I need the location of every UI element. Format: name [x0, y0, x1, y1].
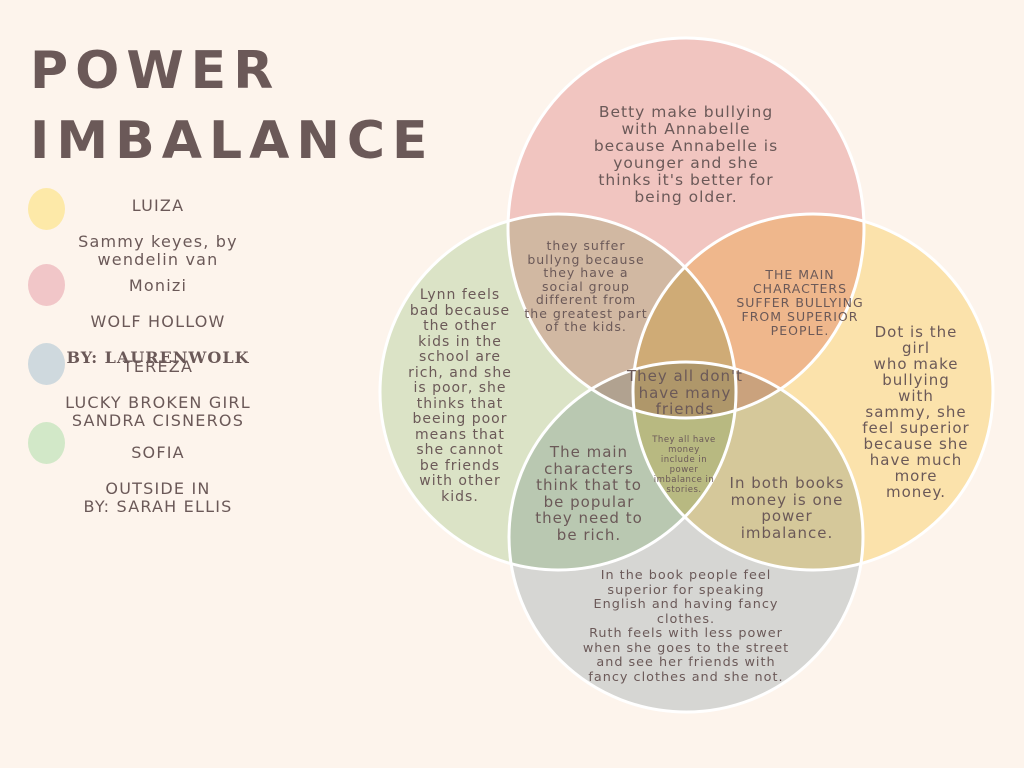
- legend-name: TEREZA: [122, 357, 194, 376]
- region-top: Betty make bullying with Annabelle becau…: [593, 103, 779, 206]
- venn-outline-yellow: [631, 212, 995, 572]
- legend-name: SOFIA: [131, 443, 185, 462]
- region-bottom: In the book people feel superior for spe…: [582, 568, 790, 685]
- region-right: Dot is the girl who make bullying with s…: [862, 323, 970, 501]
- region-lower-right: In both books money is one power imbalan…: [729, 474, 845, 542]
- region-center: They all don't have many friends: [626, 367, 744, 418]
- legend-item-monizi: Monizi WOLF HOLLOW BY: LAURENWOLK: [58, 259, 258, 385]
- legend-name: LUIZA: [131, 196, 185, 215]
- legend-name: Monizi: [128, 276, 188, 295]
- legend-item-sofia: SOFIA OUTSIDE IN BY: SARAH ELLIS: [58, 426, 258, 534]
- venn-circle-blue: [509, 362, 863, 712]
- title-line-1: POWER: [30, 41, 281, 101]
- legend-dot-pink: [28, 264, 65, 306]
- legend-item-tereza: TEREZA LUCKY BROKEN GIRL SANDRA CISNEROS: [58, 340, 258, 448]
- legend-dot-yellow: [28, 188, 65, 230]
- legend-author: BY: LAURENWOLK: [66, 348, 250, 367]
- legend-book: WOLF HOLLOW: [90, 312, 226, 331]
- title-line-2: IMBALANCE: [30, 111, 435, 171]
- region-left: Lynn feels bad because the other kids in…: [408, 287, 512, 505]
- region-top-left: they suffer bullyng because they have a …: [524, 238, 648, 334]
- legend-item-luiza: LUIZA Sammy keyes, by wendelin van: [58, 179, 258, 287]
- venn-outline-blue: [507, 360, 865, 714]
- legend-dot-blue: [28, 343, 65, 385]
- legend-book: OUTSIDE IN BY: SARAH ELLIS: [83, 479, 233, 516]
- legend-book: LUCKY BROKEN GIRL SANDRA CISNEROS: [65, 393, 251, 430]
- legend-dot-green: [28, 422, 65, 464]
- legend-book: Sammy keyes, by wendelin van: [78, 232, 238, 269]
- region-top-right: THE MAIN CHARACTERS SUFFER BULLYING FROM…: [736, 267, 864, 338]
- venn-outline-pink: [506, 36, 866, 420]
- region-lower-center: They all have money include in power imb…: [652, 435, 716, 495]
- region-lower-left: The main characters think that to be pop…: [535, 443, 643, 544]
- venn-outline-green: [378, 212, 738, 572]
